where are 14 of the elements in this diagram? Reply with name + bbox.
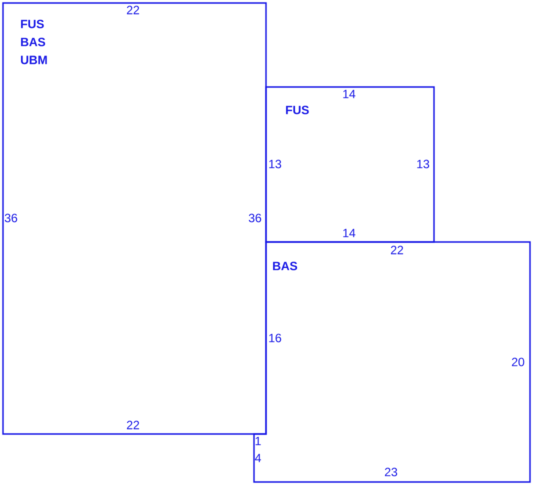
- dimension-label: 22: [126, 6, 140, 14]
- dimension-label: 14: [343, 228, 356, 238]
- dimension-label: 4: [254, 454, 261, 462]
- dimension-label: 1: [256, 436, 261, 446]
- dimension-label: 20: [512, 358, 524, 366]
- dimension-label: 22: [390, 246, 404, 254]
- dimension-label: 14: [343, 90, 356, 98]
- dimension-label: 23: [384, 468, 398, 476]
- dimension-label: 13: [269, 160, 282, 168]
- dimension-label: 36: [4, 214, 18, 222]
- dimension-label: 16: [269, 334, 282, 342]
- dimension-label: 22: [126, 420, 140, 430]
- dimension-label: 36: [248, 214, 262, 222]
- dimension-label: 13: [417, 160, 430, 168]
